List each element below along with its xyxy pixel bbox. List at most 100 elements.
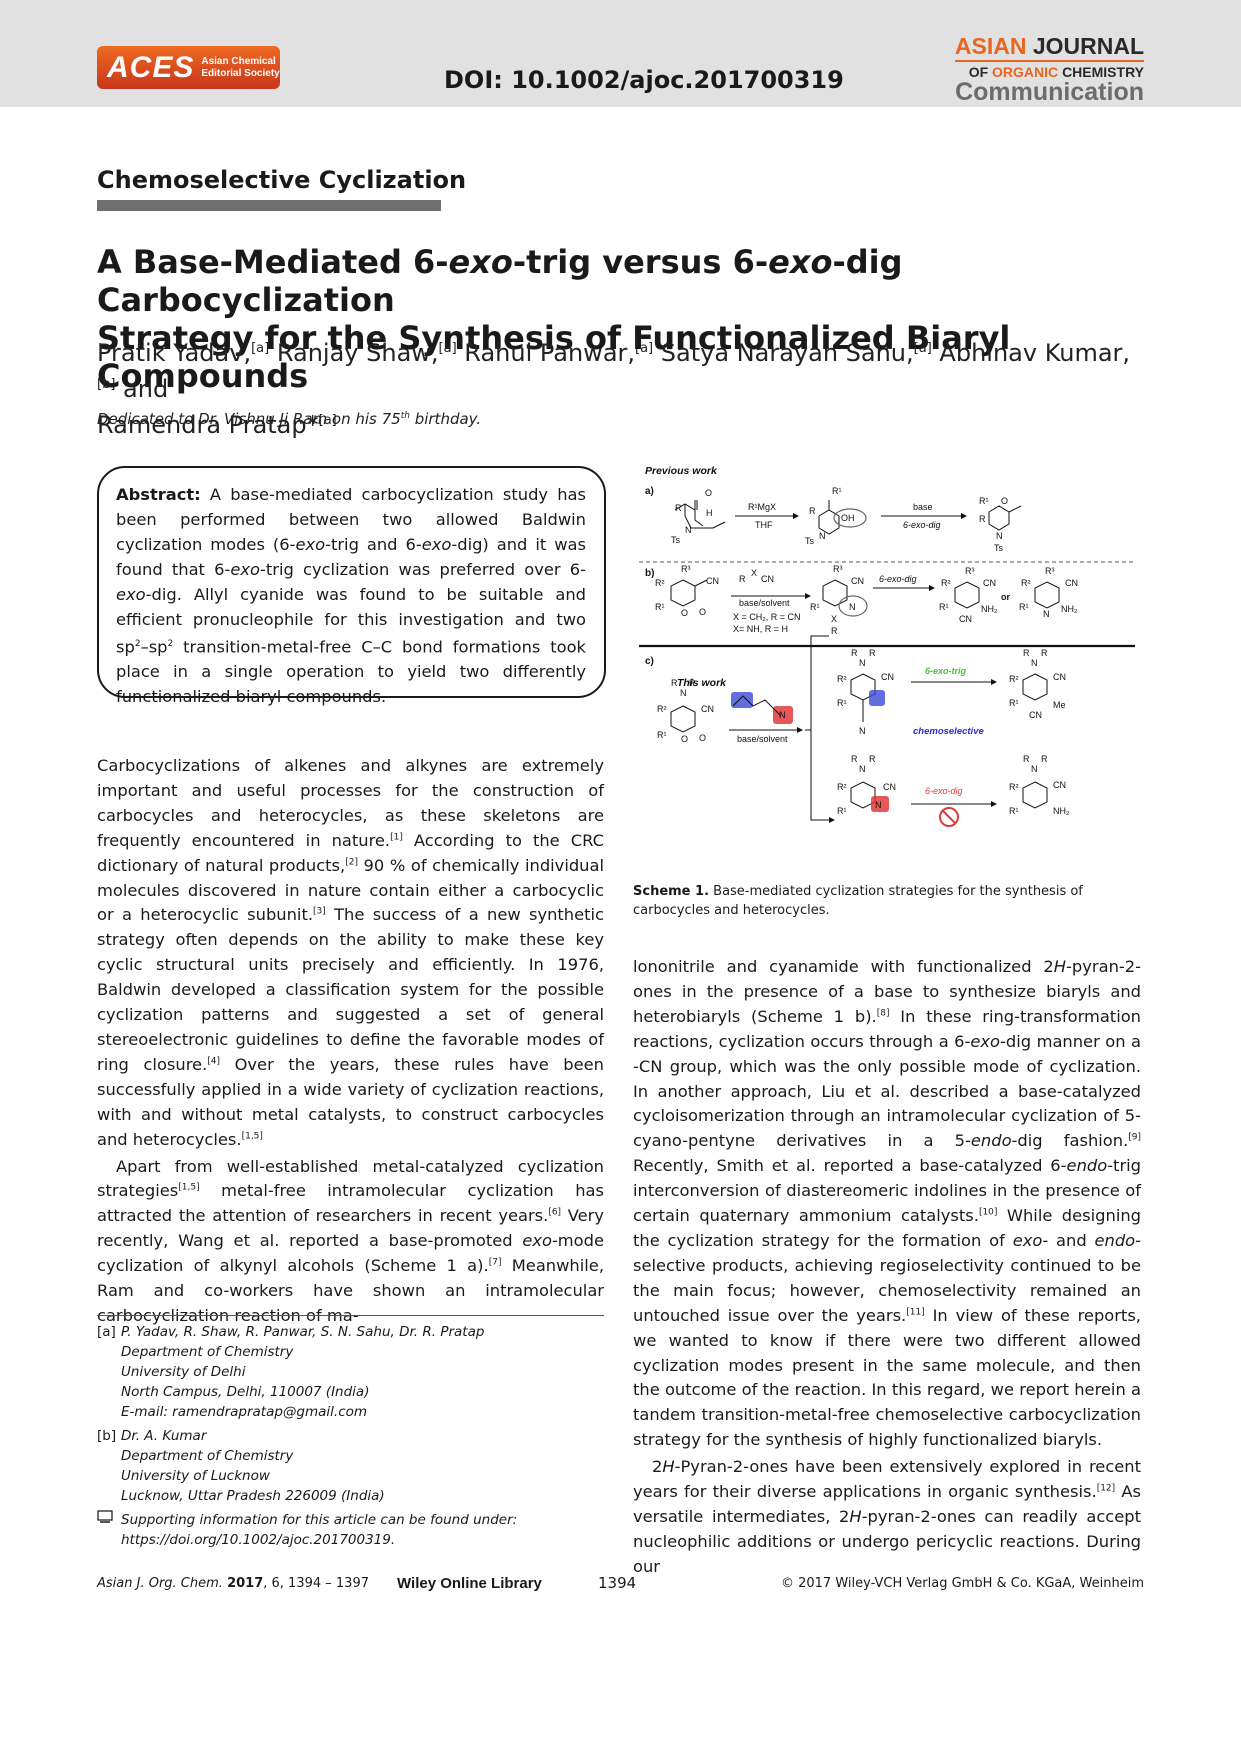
svg-text:b): b) — [645, 568, 654, 579]
supporting-info-link[interactable]: https://doi.org/10.1002/ajoc.201700319. — [121, 1532, 396, 1548]
svg-text:R: R — [675, 503, 682, 513]
scheme-c-intermediate-top — [850, 673, 876, 722]
svg-text:R: R — [979, 514, 986, 524]
scheme-c-pyranone — [670, 705, 696, 733]
svg-text:R¹: R¹ — [1009, 698, 1019, 708]
svg-text:OH: OH — [841, 513, 855, 523]
author[interactable]: Abhinav Kumar, — [939, 339, 1131, 367]
scheme-c-intermediate-bottom — [850, 781, 876, 809]
svg-text:R: R — [1041, 648, 1048, 658]
author[interactable]: Satya Narayan Sahu, — [660, 339, 914, 367]
svg-text:Ts: Ts — [671, 535, 681, 545]
svg-text:O: O — [699, 607, 706, 617]
svg-text:X: X — [751, 568, 757, 578]
author[interactable]: Pratik Yadav, — [97, 339, 252, 367]
scheme-a-intermediate — [818, 500, 840, 535]
section-label: Chemoselective Cyclization — [97, 166, 467, 194]
svg-text:R¹: R¹ — [939, 602, 949, 612]
svg-text:R³: R³ — [965, 566, 975, 576]
svg-text:X = CH₂, R = CN: X = CH₂, R = CN — [733, 612, 801, 622]
svg-text:c): c) — [645, 656, 654, 667]
svg-text:CN: CN — [1065, 578, 1078, 588]
svg-text:NH₂: NH₂ — [981, 604, 998, 614]
svg-text:R: R — [1023, 648, 1030, 658]
scheme-1-caption: Scheme 1. Base-mediated cyclization stra… — [633, 884, 1083, 918]
affiliation-a: [a] P. Yadav, R. Shaw, R. Panwar, S. N. … — [97, 1322, 604, 1422]
svg-text:R: R — [689, 678, 696, 688]
journal-word-of: OF — [968, 64, 989, 80]
doi[interactable]: DOI: 10.1002/ajoc.201700319 — [444, 66, 844, 94]
affiliation-b: [b] Dr. A. Kumar Department of Chemistry… — [97, 1428, 385, 1504]
svg-text:R: R — [1023, 754, 1030, 764]
author[interactable]: Ramendra Pratap* — [97, 411, 319, 439]
journal-logo: ASIAN JOURNAL OF ORGANIC CHEMISTRY Commu… — [954, 33, 1144, 106]
svg-text:CN: CN — [701, 704, 714, 714]
svg-text:CN: CN — [959, 614, 972, 624]
page-number: 1394 — [598, 1574, 637, 1592]
svg-text:R³: R³ — [1045, 566, 1055, 576]
svg-text:base: base — [913, 502, 933, 512]
svg-text:O: O — [681, 734, 688, 744]
svg-text:chemoselective: chemoselective — [913, 726, 984, 737]
dedication: Dedicated to Dr. Vishnu Ji Ram on his 75… — [97, 410, 482, 428]
svg-text:N: N — [819, 531, 826, 541]
svg-text:CN: CN — [761, 574, 774, 584]
svg-text:R: R — [809, 506, 816, 516]
svg-text:CN: CN — [883, 782, 896, 792]
svg-text:N: N — [859, 726, 866, 736]
scheme-b-product-2 — [1034, 581, 1060, 609]
scheme-c-product-bottom — [1022, 781, 1048, 809]
paragraph: 2H-Pyran-2-ones have been extensively ex… — [633, 1457, 1141, 1576]
scheme-b-product-1 — [954, 581, 980, 609]
computer-icon — [97, 1510, 113, 1530]
nitrile-highlight — [773, 706, 793, 724]
forbidden-icon — [939, 807, 959, 827]
author[interactable]: Ranjay Shaw, — [276, 339, 439, 367]
paragraph: Apart from well-established metal-cataly… — [97, 1156, 605, 1325]
svg-text:R: R — [831, 626, 838, 636]
author[interactable]: Rahul Panwar, — [464, 339, 636, 367]
svg-text:N: N — [859, 658, 866, 668]
svg-text:base/solvent: base/solvent — [739, 598, 790, 608]
svg-text:N: N — [685, 525, 692, 535]
wiley-online-library-link[interactable]: Wiley Online Library — [397, 1575, 542, 1592]
svg-text:R²: R² — [1021, 578, 1031, 588]
paragraph: Carbocyclizations of alkenes and alkynes… — [97, 756, 605, 1149]
scheme-a-reactant — [674, 500, 726, 529]
svg-text:R: R — [671, 678, 678, 688]
author-list: Pratik Yadav,[a] Ranjay Shaw,[a] Rahul P… — [97, 339, 1131, 439]
svg-text:N: N — [859, 764, 866, 774]
svg-text:N: N — [875, 800, 882, 810]
svg-text:R¹: R¹ — [1019, 602, 1029, 612]
svg-text:a): a) — [645, 486, 654, 497]
svg-text:R: R — [1041, 754, 1048, 764]
svg-text:R¹: R¹ — [837, 698, 847, 708]
email-link[interactable]: E-mail: ramendrapratap@gmail.com — [121, 1404, 368, 1420]
svg-text:base/solvent: base/solvent — [737, 734, 788, 744]
journal-word-asian: ASIAN — [954, 33, 1027, 59]
footer-copyright: © 2017 Wiley-VCH Verlag GmbH & Co. KGaA,… — [780, 1576, 1144, 1591]
svg-text:CN: CN — [706, 576, 719, 586]
svg-text:R²: R² — [941, 578, 951, 588]
svg-text:R¹MgX: R¹MgX — [748, 502, 776, 512]
journal-word-chemistry: CHEMISTRY — [1062, 64, 1144, 80]
svg-text:R³: R³ — [833, 564, 843, 574]
svg-text:CN: CN — [851, 576, 864, 586]
svg-text:N: N — [996, 531, 1003, 541]
svg-text:CN: CN — [1029, 710, 1042, 720]
body-column-right: lononitrile and cyanamide with functiona… — [633, 955, 1141, 1580]
svg-text:Me: Me — [1053, 700, 1066, 710]
svg-text:NH₂: NH₂ — [1053, 806, 1070, 816]
svg-text:R: R — [851, 754, 858, 764]
alkene-highlight — [731, 692, 753, 708]
paragraph: lononitrile and cyanamide with functiona… — [633, 957, 1142, 1450]
svg-text:CN: CN — [983, 578, 996, 588]
aces-logo-society: Asian Chemical Editorial Society — [201, 55, 280, 79]
aces-logo-acronym: ACES — [107, 50, 195, 84]
journal-word-journal: JOURNAL — [1032, 33, 1144, 59]
aces-logo: ACES Asian Chemical Editorial Society — [97, 46, 280, 89]
article-type: Communication — [955, 78, 1144, 106]
abstract-box — [97, 466, 606, 698]
abstract: Abstract: A base-mediated carbocyclizati… — [116, 485, 587, 707]
svg-text:6-exo-trig: 6-exo-trig — [925, 666, 967, 676]
